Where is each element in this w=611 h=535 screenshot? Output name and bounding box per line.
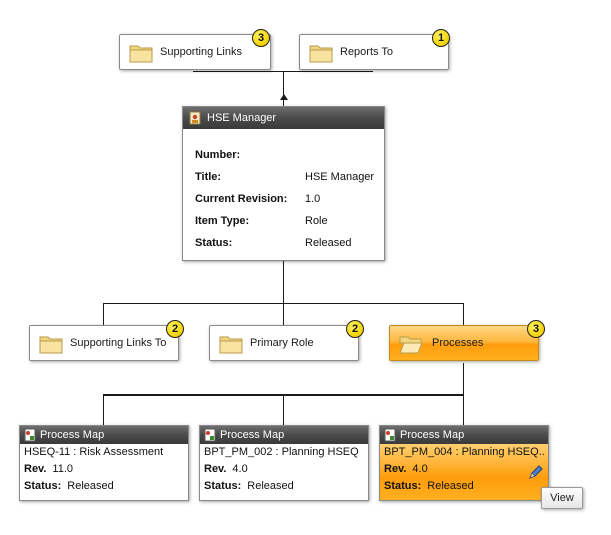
connector-bottom-drop-2: [283, 394, 284, 425]
processes-count-badge: 3: [527, 320, 545, 338]
process-map-name: BPT_PM_004 : Planning HSEQ...: [384, 446, 544, 458]
primary-role-label: Primary Role: [250, 337, 314, 349]
process-map-card-2[interactable]: Process Map BPT_PM_002 : Planning HSEQ R…: [199, 425, 369, 501]
folder-icon: [309, 45, 333, 63]
process-map-name: HSEQ-11 : Risk Assessment: [24, 446, 164, 458]
role-item-icon: [189, 111, 201, 125]
process-map-revision: Rev.11.0: [24, 463, 74, 475]
process-map-icon: [24, 428, 36, 442]
reports-to-node[interactable]: Reports To: [299, 34, 449, 70]
supporting-links-to-count-badge: 2: [166, 320, 184, 338]
process-map-icon: [384, 428, 396, 442]
connector-arrow-icon: [280, 94, 288, 100]
connector-bottom-drop-1: [103, 394, 104, 425]
connector-processes-down: [463, 363, 464, 395]
process-map-status: Status:Released: [384, 480, 474, 492]
process-map-revision: Rev.4.0: [384, 463, 428, 475]
process-map-name: BPT_PM_002 : Planning HSEQ: [204, 446, 359, 458]
connector-bottom-drop-3: [463, 394, 464, 425]
processes-node[interactable]: Processes: [389, 325, 539, 361]
connector-mid-drop-1: [103, 303, 104, 325]
process-map-card-1[interactable]: Process Map HSEQ-11 : Risk Assessment Re…: [19, 425, 189, 501]
primary-role-node[interactable]: Primary Role: [209, 325, 359, 361]
folder-icon: [219, 336, 243, 354]
supporting-links-count-badge: 3: [252, 29, 270, 47]
main-card-title: HSE Manager: [207, 112, 277, 124]
main-card-header: HSE Manager: [183, 107, 384, 129]
process-map-header: Process Map: [20, 426, 188, 444]
processes-label: Processes: [432, 337, 484, 349]
supporting-links-label: Supporting Links: [160, 46, 242, 58]
process-map-header: Process Map: [380, 426, 548, 444]
primary-role-count-badge: 2: [346, 320, 364, 338]
reports-to-count-badge: 1: [432, 29, 450, 47]
connector-mid-drop-3: [463, 303, 464, 325]
process-map-icon: [204, 428, 216, 442]
process-map-status: Status:Released: [204, 480, 294, 492]
connector-mid-drop-2: [283, 303, 284, 325]
process-map-header: Process Map: [200, 426, 368, 444]
connector-top-vertical: [283, 71, 284, 107]
supporting-links-to-node[interactable]: Supporting Links To: [29, 325, 179, 361]
view-button[interactable]: View: [541, 487, 583, 509]
edit-icon[interactable]: [528, 464, 544, 480]
folder-icon: [39, 336, 63, 354]
folder-icon: [129, 45, 153, 63]
supporting-links-node[interactable]: Supporting Links: [119, 34, 271, 70]
process-map-status: Status:Released: [24, 480, 114, 492]
hse-manager-card[interactable]: HSE Manager Number: Title:HSE Manager Cu…: [182, 106, 385, 261]
connector-main-down: [283, 260, 284, 303]
supporting-links-to-label: Supporting Links To: [70, 337, 167, 349]
process-map-revision: Rev.4.0: [204, 463, 248, 475]
reports-to-label: Reports To: [340, 46, 393, 58]
open-folder-icon: [399, 336, 423, 354]
process-map-card-3[interactable]: Process Map BPT_PM_004 : Planning HSEQ..…: [379, 425, 549, 501]
connector-top-left-drop: [193, 71, 194, 72]
